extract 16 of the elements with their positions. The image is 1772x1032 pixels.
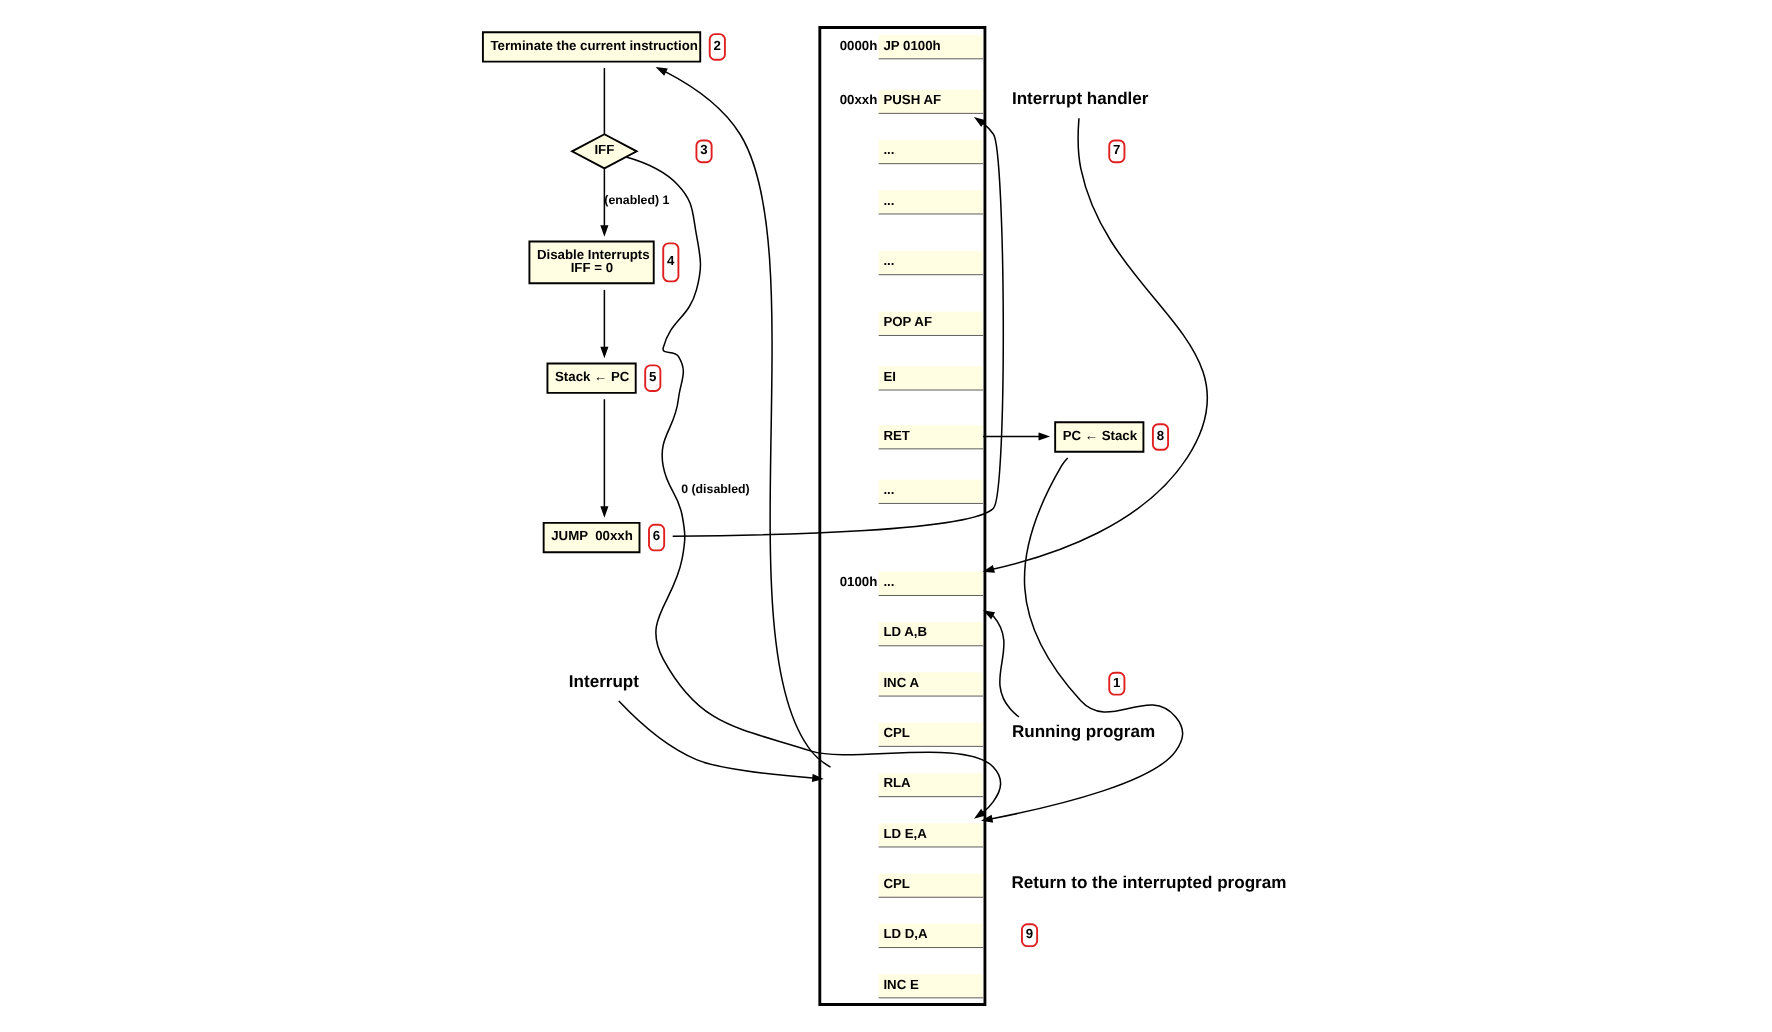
node-text: Running program bbox=[1011, 721, 1156, 742]
label: Return to the interrupted program bbox=[1011, 872, 1287, 893]
node-text: Interrupt bbox=[568, 670, 639, 691]
arrow bbox=[982, 610, 1020, 718]
arrow bbox=[982, 117, 1208, 573]
arrow bbox=[982, 432, 1051, 441]
arrow bbox=[625, 156, 1002, 819]
arrow bbox=[600, 398, 609, 518]
arrow bbox=[600, 289, 609, 359]
arrow bbox=[655, 66, 832, 768]
arrow bbox=[618, 700, 824, 783]
connector bbox=[603, 67, 606, 135]
node-text: Interrupt handler bbox=[1011, 88, 1149, 109]
arrow bbox=[671, 116, 1005, 537]
arrow bbox=[981, 457, 1184, 823]
arrow bbox=[600, 168, 609, 237]
